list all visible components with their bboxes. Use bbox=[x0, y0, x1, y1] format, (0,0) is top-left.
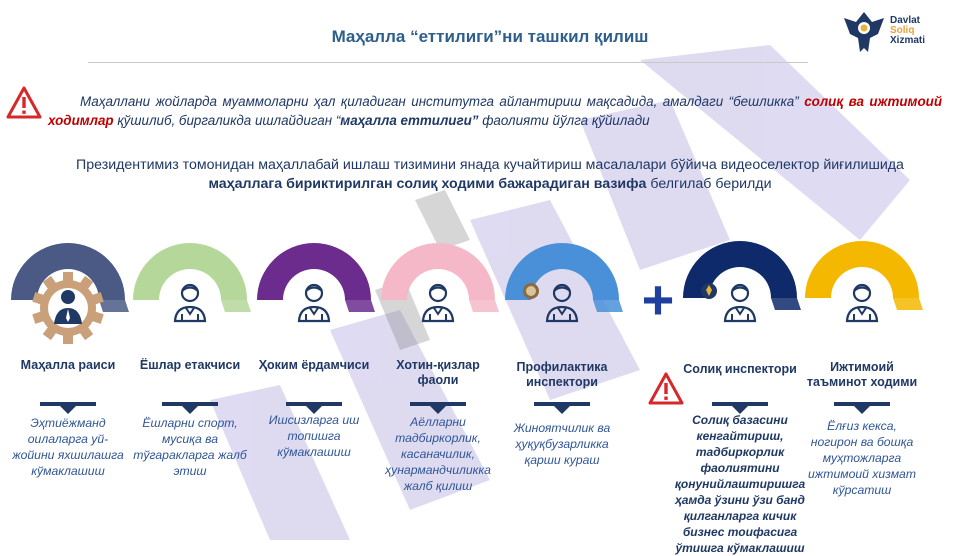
arrow-down-icon bbox=[182, 406, 198, 414]
intro-highlight-red: солиқ ва ижтимоий ходимлар bbox=[48, 94, 942, 128]
member-role: Профилактика инспектори bbox=[516, 360, 608, 389]
person-icon bbox=[845, 283, 879, 323]
arrow-down-icon bbox=[554, 406, 570, 414]
intro-text-2: қўшилиб, биргаликда ишлайдиган “ bbox=[117, 113, 341, 128]
plus-sign: + bbox=[641, 268, 675, 331]
member-divider bbox=[410, 402, 466, 406]
person-icon bbox=[723, 283, 757, 323]
member-description: Ишсизларга иш топишга кўмаклашиш bbox=[268, 413, 360, 459]
person-icon bbox=[297, 283, 331, 323]
member-divider bbox=[286, 402, 342, 406]
member-role: Ёшлар етакчиси bbox=[139, 358, 241, 372]
intro-text-3: фаолияти йўлга қўйилади bbox=[482, 113, 650, 128]
directive-paragraph: Президентимиз томонидан маҳаллабай ишлаш… bbox=[60, 156, 920, 194]
person-icon bbox=[54, 290, 82, 324]
arrow-down-icon bbox=[732, 406, 748, 414]
tax-emblem-icon bbox=[701, 283, 717, 299]
logo-line-3: Xizmati bbox=[890, 35, 926, 46]
directive-text-1: Президентимиз томонидан маҳаллабай ишлаш… bbox=[76, 157, 904, 173]
police-badge-icon bbox=[523, 283, 539, 299]
member-divider bbox=[712, 402, 768, 406]
person-icon bbox=[421, 283, 455, 323]
member-arc bbox=[805, 241, 923, 310]
member-divider bbox=[534, 402, 590, 406]
tax-warning-icon bbox=[648, 372, 684, 405]
member-description: Аёлларни тадбиркорлик, касаначилик, ҳуна… bbox=[385, 415, 491, 493]
member-role: Ижтимоий таъминот ходими bbox=[806, 360, 918, 389]
directive-text-2: белгилаб берилди bbox=[650, 176, 772, 192]
member-description: Солиқ базасини кенгайтириш, тадбиркорлик… bbox=[674, 413, 806, 555]
title-divider bbox=[88, 62, 808, 63]
member-arc bbox=[11, 243, 129, 312]
member-arc bbox=[381, 243, 499, 312]
page-title: Маҳалла “еттилиги”ни ташкил қилиш bbox=[331, 27, 649, 46]
member-arc bbox=[133, 243, 251, 312]
person-icon bbox=[545, 283, 579, 323]
warning-icon bbox=[6, 86, 42, 119]
member-divider bbox=[162, 402, 218, 406]
logo-line-1: Davlat bbox=[890, 15, 921, 26]
member-description: Ёшларни спорт, мусиқа ва тўгаракларга жа… bbox=[133, 416, 247, 478]
member-arc bbox=[257, 243, 375, 312]
intro-text-1: Маҳаллани жойларда муаммоларни ҳал қилад… bbox=[80, 94, 799, 109]
member-divider bbox=[834, 402, 890, 406]
member-role: Солиқ инспектори bbox=[683, 362, 797, 376]
member-role: Ҳоким ёрдамчиси bbox=[258, 358, 370, 372]
member-divider bbox=[40, 402, 96, 406]
arrow-down-icon bbox=[430, 406, 446, 414]
arrow-down-icon bbox=[306, 406, 322, 414]
member-description: Эҳтиёжманд оилаларга уй-жойини яхшилашга… bbox=[12, 416, 124, 478]
member-role: Маҳалла раиси bbox=[20, 358, 116, 372]
member-description: Жиноятчилик ва ҳуқуқбузарликка қарши кур… bbox=[513, 421, 611, 467]
logo: Davlat Soliq Xizmati bbox=[842, 6, 942, 58]
member-role: Хотин-қизлар фаоли bbox=[396, 358, 480, 387]
intro-highlight-bold: маҳалла еттилиги” bbox=[340, 113, 479, 128]
directive-highlight: маҳаллага бириктирилган солиқ ходими баж… bbox=[208, 176, 647, 192]
intro-paragraph: Маҳаллани жойларда муаммоларни ҳал қилад… bbox=[48, 92, 942, 130]
member-description: Ёлғиз кекса, ногирон ва бошқа муҳтожларг… bbox=[808, 419, 916, 497]
logo-line-2: Soliq bbox=[890, 25, 915, 36]
person-icon bbox=[173, 283, 207, 323]
arrow-down-icon bbox=[60, 406, 76, 414]
eagle-emblem-icon bbox=[844, 12, 884, 52]
arrow-down-icon bbox=[854, 406, 870, 414]
